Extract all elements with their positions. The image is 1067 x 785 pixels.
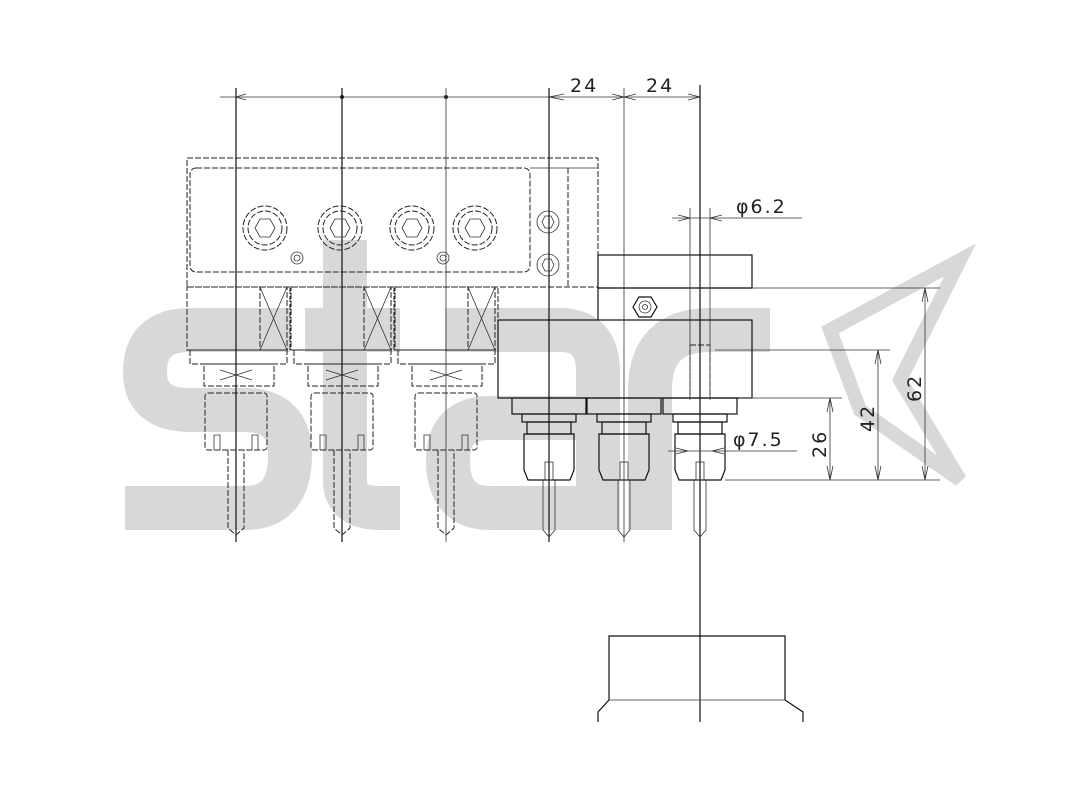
tool-holder <box>186 286 291 536</box>
left-tool-holders <box>186 286 499 536</box>
tool-holder <box>662 397 738 538</box>
top-dimension <box>220 93 701 101</box>
dim-pitch-1: 24 <box>570 75 598 97</box>
dim-diameter-7-5: φ7.5 <box>733 429 784 451</box>
center-lines <box>235 85 701 722</box>
tool-holder <box>290 286 395 536</box>
dim-height-42: 42 <box>857 404 879 432</box>
diameter-dimensions <box>668 208 802 455</box>
spindle-outline <box>597 635 804 722</box>
dim-pitch-2: 24 <box>646 75 674 97</box>
tool-holder <box>394 286 499 536</box>
tool-holder <box>511 397 587 538</box>
dim-height-26: 26 <box>809 430 831 458</box>
watermark-logo <box>122 240 977 530</box>
dim-height-62: 62 <box>904 374 926 402</box>
bolt-icons <box>242 205 560 277</box>
dim-diameter-6-2: φ6.2 <box>736 196 787 218</box>
height-dimensions <box>600 287 940 481</box>
right-tool-holders <box>511 397 738 538</box>
tool-holder <box>586 397 662 538</box>
